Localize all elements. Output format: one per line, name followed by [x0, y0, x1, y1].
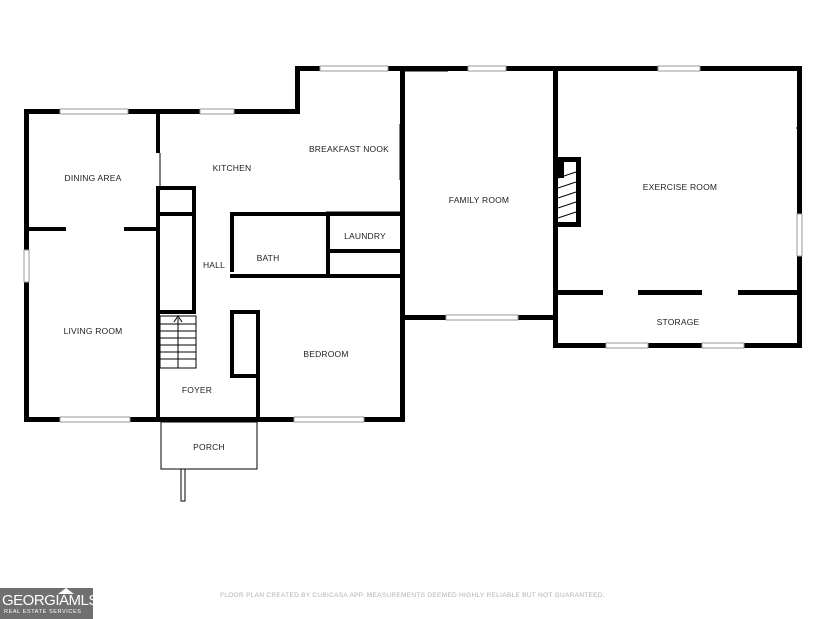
porch — [160, 421, 258, 502]
logo-tagline: REAL ESTATE SERVICES — [4, 609, 82, 615]
label-exercise-room: EXERCISE ROOM — [643, 182, 717, 192]
label-family-room: FAMILY ROOM — [449, 195, 509, 205]
logo-brand: GEORGIAMLS — [2, 592, 98, 609]
label-foyer: FOYER — [182, 385, 212, 395]
disclaimer-text: FLOOR PLAN CREATED BY CUBICASA APP. MEAS… — [220, 592, 605, 599]
label-porch: PORCH — [193, 442, 225, 452]
label-hall: HALL — [203, 260, 225, 270]
label-bath: BATH — [257, 253, 280, 263]
label-dining-area: DINING AREA — [65, 173, 122, 183]
label-storage: STORAGE — [657, 317, 700, 327]
interior-walls — [24, 66, 802, 422]
label-laundry: LAUNDRY — [344, 231, 386, 241]
fireplace — [553, 157, 581, 227]
label-bedroom: BEDROOM — [303, 349, 348, 359]
room-labels: DINING AREA KITCHEN BREAKFAST NOOK FAMIL… — [64, 144, 717, 452]
label-kitchen: KITCHEN — [213, 163, 252, 173]
label-living-room: LIVING ROOM — [64, 326, 123, 336]
stairs — [159, 315, 197, 369]
georgia-mls-logo: GEORGIAMLS REAL ESTATE SERVICES — [0, 588, 98, 619]
exterior-walls — [24, 66, 802, 422]
windows — [23, 65, 803, 423]
openings — [159, 66, 802, 213]
label-breakfast-nook: BREAKFAST NOOK — [309, 144, 389, 154]
house-roof-icon — [58, 588, 74, 594]
